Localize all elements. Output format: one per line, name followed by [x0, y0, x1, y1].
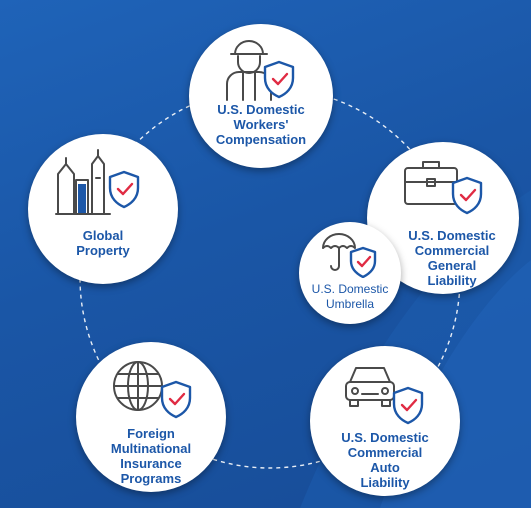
node-label-line: Insurance	[120, 456, 182, 471]
node-label-line: Programs	[120, 471, 182, 486]
node-general-liability: U.S. Domestic Commercial General Liabili…	[367, 142, 519, 294]
node-label-line: General	[427, 258, 477, 273]
node-label-line: Multinational	[110, 441, 192, 456]
node-label-line: Commercial	[347, 445, 423, 460]
node-label-line: Workers'	[233, 117, 289, 132]
node-label-line: Global	[82, 228, 124, 243]
construction-worker-icon	[226, 40, 295, 101]
node-workers-compensation: U.S. Domestic Workers' Compensation	[189, 24, 333, 168]
node-auto-liability: U.S. Domestic Commercial Auto Liability	[310, 346, 460, 496]
node-label-line: Compensation	[215, 132, 307, 147]
node-label-line: U.S. Domestic	[341, 430, 429, 445]
umbrella-icon	[322, 233, 377, 278]
node-foreign-programs: Foreign Multinational Insurance Programs	[76, 342, 226, 492]
node-label-line: Auto	[370, 460, 400, 475]
node-label-line: U.S. Domestic	[408, 228, 496, 243]
node-global-property: Global Property	[28, 134, 178, 284]
node-label-line: Property	[76, 243, 130, 258]
node-label-line: Umbrella	[325, 297, 374, 311]
briefcase-icon	[404, 161, 483, 215]
node-label-line: Liability	[360, 475, 410, 490]
node-umbrella: U.S. Domestic Umbrella	[299, 222, 401, 324]
node-label-line: U.S. Domestic	[311, 282, 389, 296]
node-label-line: Liability	[427, 273, 477, 288]
node-label-line: U.S. Domestic	[217, 102, 305, 117]
city-buildings-icon	[55, 149, 140, 215]
car-icon	[345, 367, 424, 425]
node-label-line: Commercial	[414, 243, 490, 258]
node-label-line: Foreign	[127, 426, 175, 441]
globe-icon	[113, 361, 192, 419]
